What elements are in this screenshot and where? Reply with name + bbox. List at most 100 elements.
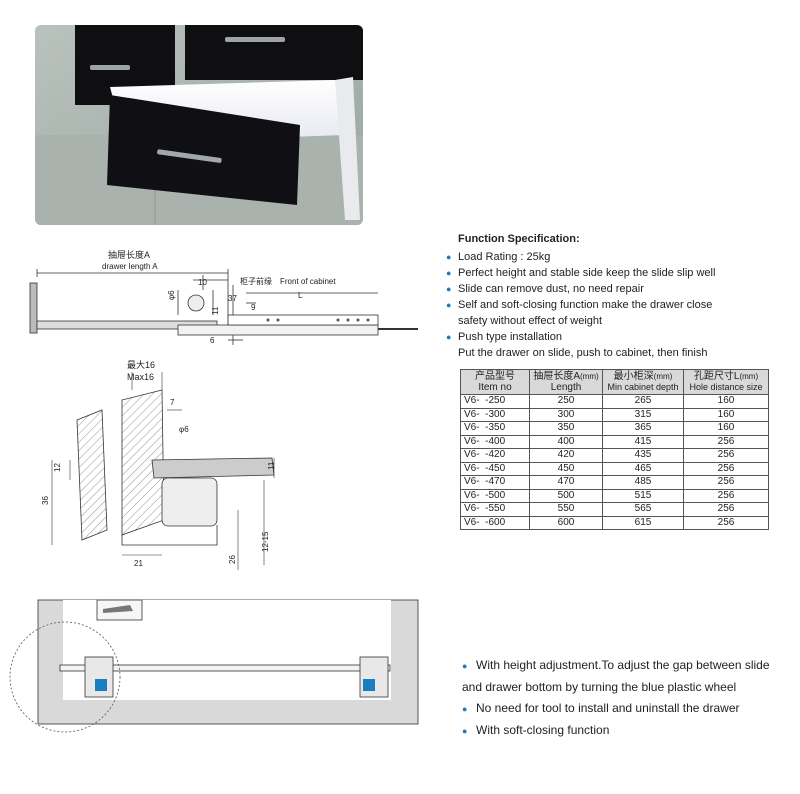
dim-10: 10 [198, 278, 207, 287]
table-cell: 450 [529, 461, 603, 476]
dim-36: 36 [42, 496, 50, 505]
table-cell: 615 [602, 515, 684, 530]
max16-cn-label: 最大16 [127, 360, 155, 370]
table-cell: V6- -470 [460, 475, 530, 490]
table-cell: 350 [529, 421, 603, 436]
dim-9: 9 [251, 303, 256, 312]
table-cell: 515 [602, 488, 684, 503]
product-photo [35, 25, 363, 225]
table-cell: 600 [529, 515, 603, 530]
spec-item: ●Slide can remove dust, no need repair [446, 283, 644, 295]
col-length: 抽屉长度A(mm)Length [529, 369, 603, 395]
table-cell: 256 [683, 448, 769, 463]
table-cell: 300 [529, 407, 603, 422]
dim-12-15: 12-15 [261, 531, 270, 552]
spec-item: ●Self and soft-closing function make the… [446, 299, 713, 311]
table-cell: V6- -420 [460, 448, 530, 463]
front-of-cabinet-en-label: Front of cabinet [280, 277, 336, 286]
col-min-cabinet-depth: 最小柜深(mm)Min cabinet depth [602, 369, 684, 395]
bullet-icon: ● [446, 268, 452, 278]
table-cell: 550 [529, 502, 603, 517]
table-cell: V6- -250 [460, 394, 530, 409]
bullet-icon: ● [446, 284, 452, 294]
bullet-icon: ● [462, 661, 468, 671]
table-cell: 470 [529, 475, 603, 490]
table-cell: V6- -350 [460, 421, 530, 436]
col-hole-distance: 孔距尺寸L(mm)Hole distance size [683, 369, 769, 395]
table-cell: 256 [683, 502, 769, 517]
table-cell: 420 [529, 448, 603, 463]
table-cell: V6- -600 [460, 515, 530, 530]
table-cell: 365 [602, 421, 684, 436]
table-cell: V6- -400 [460, 434, 530, 449]
dim-6: 6 [210, 336, 215, 345]
table-cell: 435 [602, 448, 684, 463]
dim-26: 26 [228, 555, 237, 564]
dim-37: 37 [228, 294, 237, 303]
spec-note: Put the drawer on slide, push to cabinet… [458, 347, 708, 359]
front-of-cabinet-cn-label: 柜子前缘 [240, 276, 272, 286]
bullet-icon: ● [446, 300, 452, 310]
max16-en-label: Max16 [127, 372, 154, 382]
table-cell: V6- -300 [460, 407, 530, 422]
table-cell: 256 [683, 434, 769, 449]
table-cell: 160 [683, 394, 769, 409]
slide-cross-section-diagram: 最大16 Max16 7 φ6 12 36 11 21 26 12-15 [42, 360, 276, 570]
table-cell: 250 [529, 394, 603, 409]
spec-item: ●Push type installation [446, 331, 562, 343]
table-cell: 256 [683, 475, 769, 490]
table-cell: V6- -500 [460, 488, 530, 503]
table-cell: 160 [683, 407, 769, 422]
spec-item: ●Load Rating : 25kg [446, 251, 551, 263]
dim-phi6-section: φ6 [179, 425, 189, 434]
spec-item-continuation: safety without effect of weight [458, 315, 603, 327]
dim-11-top: 11 [211, 306, 220, 315]
bullet-icon: ● [462, 704, 468, 714]
table-cell: 565 [602, 502, 684, 517]
dim-12: 12 [53, 463, 62, 472]
bullet-icon: ● [462, 726, 468, 736]
spec-item: ●Perfect height and stable side keep the… [446, 267, 716, 279]
dim-7: 7 [170, 398, 175, 407]
slide-side-view-diagram: 抽屉长度A drawer length A 10 φ6 11 柜子前缘 Fron… [29, 249, 418, 345]
feature-item: ●No need for tool to install and uninsta… [462, 698, 792, 720]
table-cell: V6- -450 [460, 461, 530, 476]
table-cell: 465 [602, 461, 684, 476]
table-cell: V6- -550 [460, 502, 530, 517]
table-cell: 160 [683, 421, 769, 436]
feature-item: ●With soft-closing function [462, 720, 792, 742]
spec-list: ●Load Rating : 25kg ●Perfect height and … [446, 249, 798, 361]
table-cell: 485 [602, 475, 684, 490]
features-list: ●With height adjustment.To adjust the ga… [462, 655, 792, 742]
installation-front-view-diagram [9, 599, 419, 733]
table-cell: 256 [683, 515, 769, 530]
dim-L: L [298, 291, 303, 300]
dim-phi6: φ6 [167, 290, 176, 300]
spec-title: Function Specification: [458, 233, 580, 245]
drawer-length-en-label: drawer length A [102, 262, 158, 271]
table-cell: 256 [683, 488, 769, 503]
table-cell: 256 [683, 461, 769, 476]
drawer-length-cn-label: 抽屉长度A [108, 249, 150, 260]
table-cell: 400 [529, 434, 603, 449]
dim-11-section: 11 [267, 461, 276, 470]
dim-21: 21 [134, 559, 143, 568]
table-cell: 415 [602, 434, 684, 449]
function-specification: Function Specification: ●Load Rating : 2… [446, 233, 798, 361]
feature-item-continuation: and drawer bottom by turning the blue pl… [462, 680, 737, 694]
table-cell: 500 [529, 488, 603, 503]
bullet-icon: ● [446, 332, 452, 342]
